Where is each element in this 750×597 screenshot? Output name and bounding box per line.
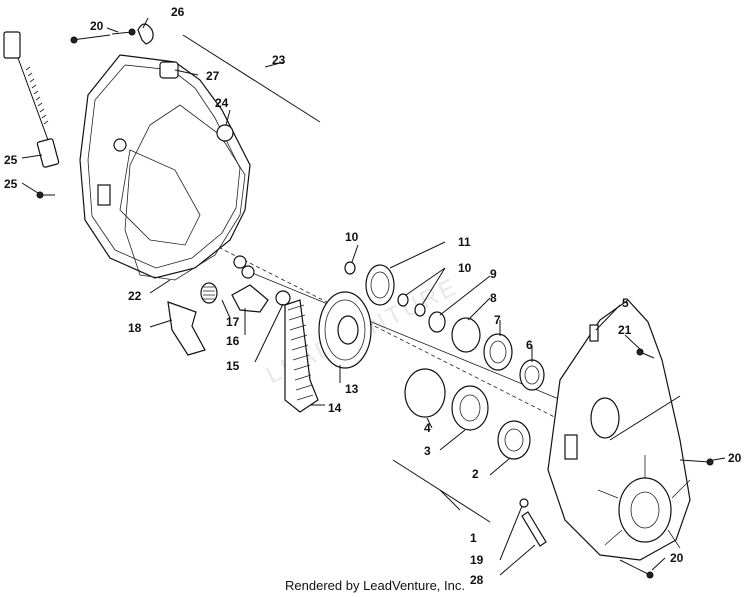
bearing-parts — [483, 333, 545, 391]
callout-23: 24 — [215, 96, 229, 110]
callout-6: 6 — [526, 338, 533, 352]
callout-16: 17 — [226, 315, 240, 329]
callout-22: 23 — [272, 53, 286, 67]
callout-7: 7 — [494, 313, 501, 327]
callout-10b: 10 — [458, 261, 472, 275]
gasket-part — [124, 104, 246, 281]
callout-17: 18 — [128, 321, 142, 335]
callout-24: 25 — [4, 153, 18, 167]
chain-part — [284, 299, 319, 413]
outer-case-part — [547, 299, 691, 561]
callout-20a: 20 — [90, 19, 104, 33]
callout-10a: 10 — [345, 230, 359, 244]
callout-12: 13 — [345, 382, 359, 396]
chain-guide-part — [167, 301, 206, 356]
callout-28: 28 — [470, 573, 484, 587]
breather-part — [159, 61, 179, 79]
sprocket-part — [318, 291, 372, 369]
gear-part — [365, 264, 395, 306]
callout-3: 3 — [424, 444, 431, 458]
callout-20c: 20 — [728, 451, 742, 465]
bolt-parts-right — [619, 348, 714, 579]
callout-1: 1 — [470, 531, 477, 545]
tensioner-parts — [200, 255, 291, 313]
seal-part — [216, 124, 234, 142]
lower-bearing-parts — [404, 368, 531, 460]
callout-labels: 20 26 23 27 24 25 25 22 18 17 16 15 13 1… — [4, 5, 742, 587]
callout-20b: 21 — [618, 323, 632, 337]
callout-13: 14 — [328, 401, 342, 415]
callout-19: 20 — [670, 551, 684, 565]
callout-18: 19 — [470, 553, 484, 567]
callout-2: 2 — [472, 467, 479, 481]
ring-parts — [344, 261, 481, 353]
inner-cover-part — [79, 54, 251, 279]
callout-14: 15 — [226, 359, 240, 373]
washer-18-part — [519, 498, 529, 508]
render-credit-caption: Rendered by LeadVenture, Inc. — [285, 578, 465, 593]
grouping-brackets — [182, 34, 681, 523]
shift-rod-part — [3, 31, 60, 168]
callout-15: 16 — [226, 334, 240, 348]
callout-21: 22 — [128, 289, 142, 303]
bolt-parts-left — [36, 28, 136, 199]
leader-lines — [21, 17, 726, 576]
callout-27: 27 — [206, 69, 220, 83]
callout-5: 5 — [622, 296, 629, 310]
pin-part — [521, 511, 547, 547]
callout-11: 11 — [458, 235, 471, 249]
callout-8: 8 — [490, 291, 497, 305]
callout-26: 26 — [171, 5, 185, 19]
callout-25: 25 — [4, 177, 18, 191]
callout-9: 9 — [490, 267, 497, 281]
callout-4: 4 — [424, 421, 431, 435]
clip-part — [137, 23, 154, 45]
